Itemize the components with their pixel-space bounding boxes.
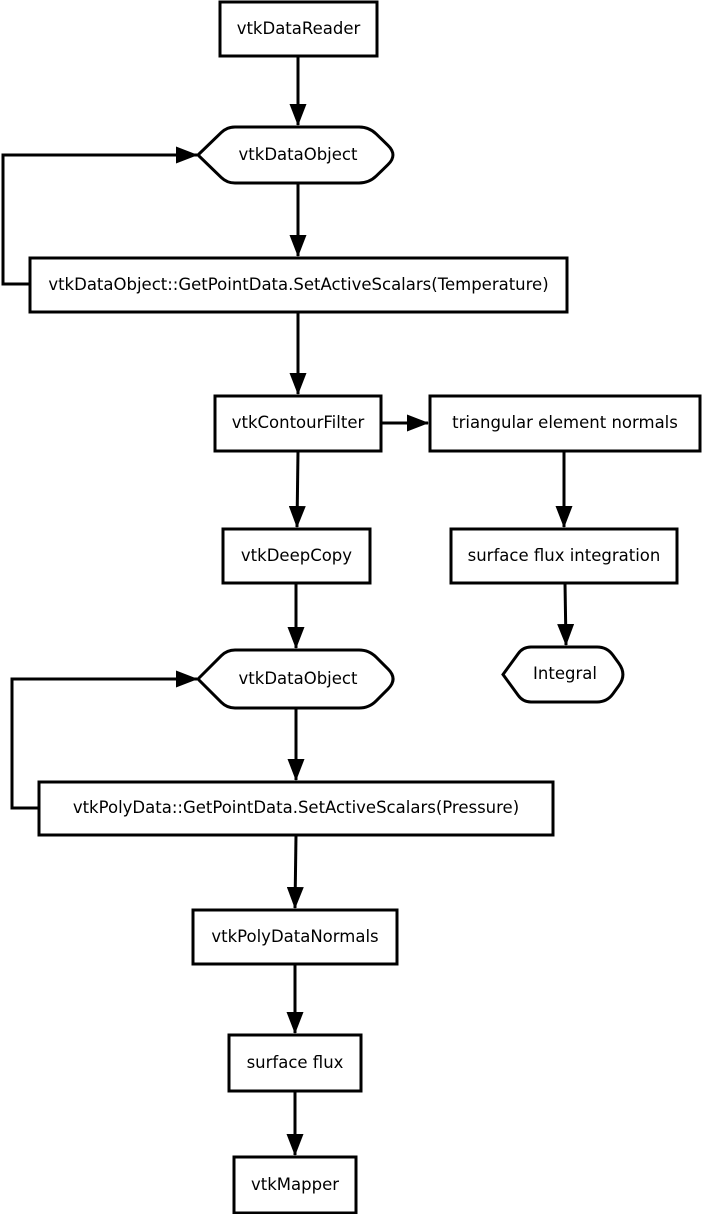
node-shape-mapper: [232, 1155, 358, 1214]
edge-group: [1, 56, 575, 1156]
node-shape-surfaceflux: [227, 1033, 363, 1093]
edge-pressure-to-polynormals: [286, 834, 304, 909]
node-shape-polynormals: [191, 908, 399, 966]
node-shape-datareader: [218, 0, 379, 58]
node-shape-contourfilter: [213, 394, 383, 453]
node-shape-dataobject2: [195, 648, 395, 710]
node-shape-temperature: [28, 256, 569, 314]
node-shape-pressure: [37, 780, 555, 837]
node-shape-deepcopy: [221, 527, 372, 585]
node-shape-dataobject1: [195, 125, 395, 185]
edge-contourfilter-to-deepcopy: [288, 450, 306, 528]
edge-fluxintegration-to-integral: [557, 582, 575, 646]
edge-pressure-loop-to-dataobject2: [10, 670, 198, 810]
node-shape-group: [28, 0, 702, 1214]
edge-temperature-loop-to-dataobject1: [1, 146, 198, 286]
node-shape-trinormals: [428, 394, 702, 453]
node-shape-fluxintegration: [449, 527, 679, 585]
node-shape-integral: [501, 645, 625, 704]
